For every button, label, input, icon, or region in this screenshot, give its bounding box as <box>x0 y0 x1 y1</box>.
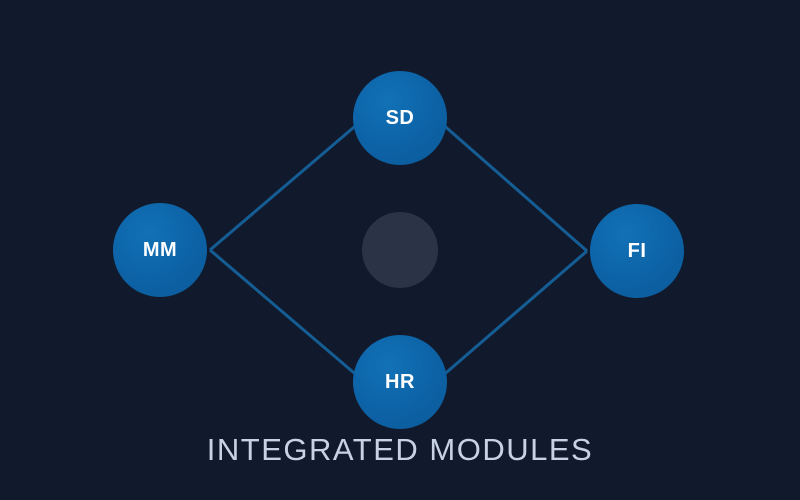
diagram-title: INTEGRATED MODULES <box>206 432 594 467</box>
connector-sd-fi <box>439 120 588 253</box>
node-sd: SD <box>353 71 447 165</box>
center-circle <box>362 212 438 288</box>
node-mm-label: MM <box>142 238 178 261</box>
node-fi-label: FI <box>627 239 647 262</box>
node-mm: MM <box>113 203 207 297</box>
connector-mm-hr <box>209 248 361 380</box>
node-hr-label: HR <box>385 370 415 393</box>
node-sd-label: SD <box>385 106 415 129</box>
connector-hr-fi <box>439 249 588 380</box>
node-fi: FI <box>590 204 684 298</box>
node-hr: HR <box>353 335 447 429</box>
connector-mm-sd <box>209 120 361 252</box>
